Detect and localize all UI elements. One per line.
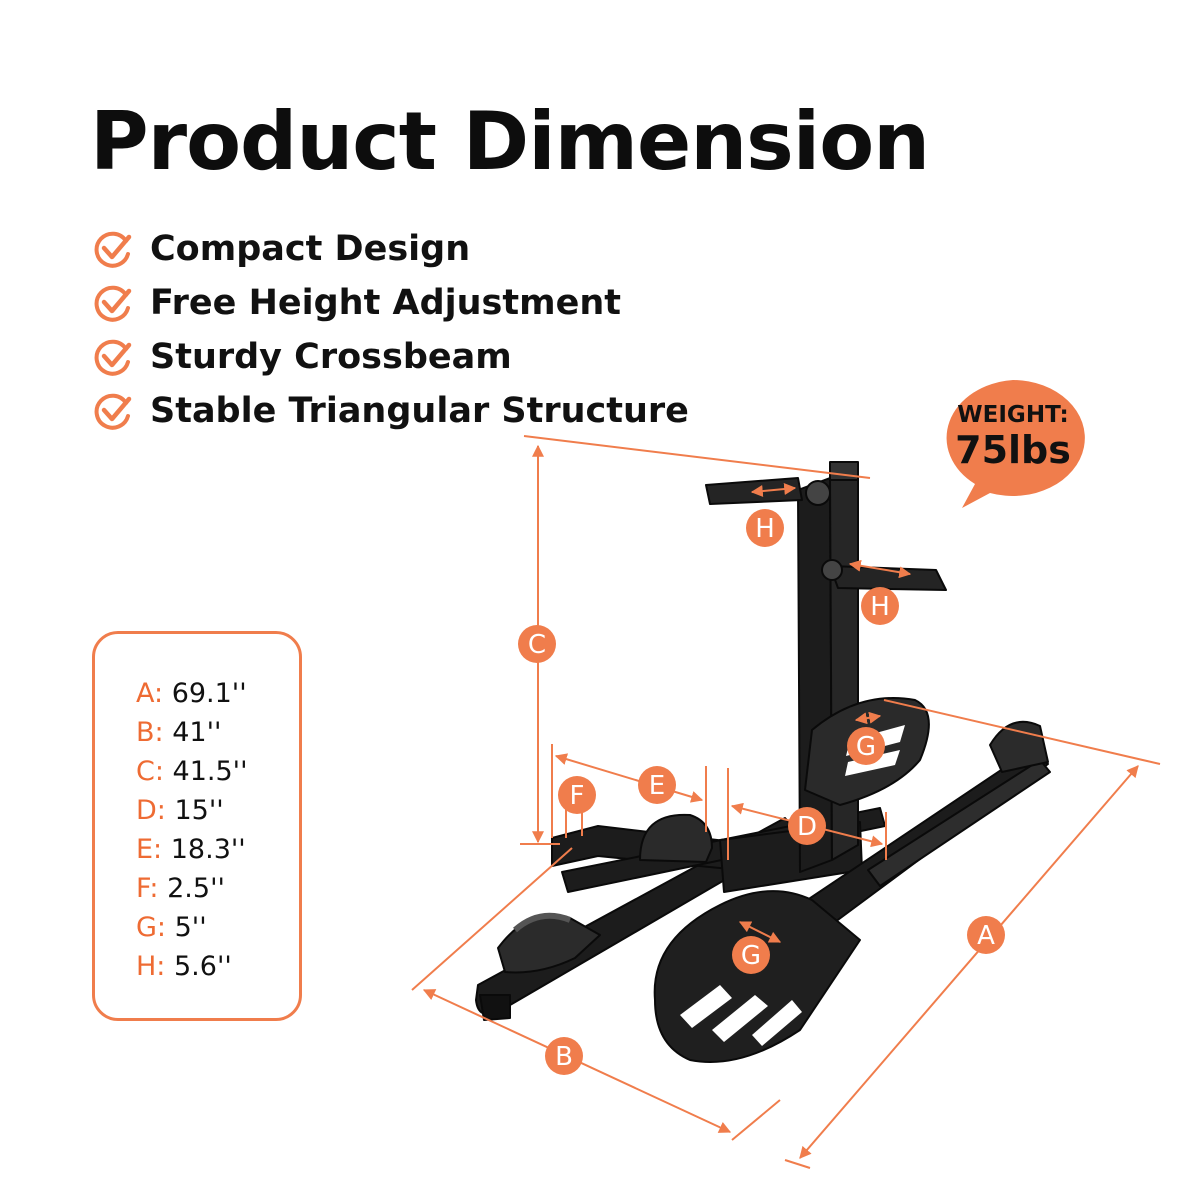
weight-label: WEIGHT: — [957, 402, 1069, 428]
marker-g-top: G — [847, 727, 885, 765]
feature-item: Sturdy Crossbeam — [92, 330, 689, 384]
spec-value: 41.5'' — [172, 756, 248, 787]
check-circle-icon — [94, 285, 132, 322]
marker-h-top: H — [746, 509, 784, 547]
page-title: Product Dimension — [90, 95, 930, 188]
spec-key: F: — [136, 873, 159, 904]
check-circle-icon — [94, 231, 132, 268]
spec-row: C: 41.5'' — [136, 752, 248, 791]
marker-g-top-letter: G — [856, 732, 876, 762]
spec-box — [92, 631, 302, 1021]
spec-row: A: 69.1'' — [136, 674, 248, 713]
spec-key: C: — [136, 756, 164, 787]
dimension-lines — [411, 435, 1161, 1169]
feature-list: Compact Design Free Height Adjustment St… — [92, 222, 689, 438]
marker-f: F — [558, 776, 596, 814]
spec-row: B: 41'' — [136, 713, 248, 752]
check-circle-icon — [94, 393, 132, 430]
feature-text: Compact Design — [150, 229, 471, 269]
marker-d-letter: D — [797, 812, 817, 842]
marker-f-letter: F — [570, 781, 585, 811]
marker-c-letter: C — [528, 630, 546, 660]
marker-d: D — [788, 807, 826, 845]
spec-key: D: — [136, 795, 166, 826]
check-circle-icon — [94, 339, 132, 376]
spec-row: G: 5'' — [136, 908, 248, 947]
rack-body — [475, 461, 1051, 1063]
spec-value: 2.5'' — [167, 873, 225, 904]
spec-key: G: — [136, 912, 167, 943]
weight-bubble — [946, 380, 1085, 508]
weight-text: WEIGHT: 75lbs — [928, 398, 1098, 472]
spec-key: A: — [136, 678, 164, 709]
feature-text: Free Height Adjustment — [150, 283, 621, 323]
spec-row: D: 15'' — [136, 791, 248, 830]
marker-b: B — [545, 1037, 583, 1075]
marker-e: E — [638, 766, 676, 804]
spec-row: F: 2.5'' — [136, 869, 248, 908]
feature-text: Stable Triangular Structure — [150, 391, 689, 431]
feature-text: Sturdy Crossbeam — [150, 337, 512, 377]
feature-item: Stable Triangular Structure — [92, 384, 689, 438]
weight-value: 75lbs — [955, 428, 1071, 472]
spec-value: 5'' — [174, 912, 207, 943]
spec-key: B: — [136, 717, 164, 748]
marker-c: C — [518, 625, 556, 663]
marker-e-letter: E — [649, 771, 665, 801]
marker-a: A — [967, 916, 1005, 954]
marker-b-letter: B — [555, 1042, 573, 1072]
spec-row: E: 18.3'' — [136, 830, 248, 869]
marker-g-bottom-letter: G — [741, 941, 761, 971]
feature-item: Compact Design — [92, 222, 689, 276]
spec-key: E: — [136, 834, 163, 865]
spec-value: 18.3'' — [170, 834, 246, 865]
spec-value: 69.1'' — [171, 678, 247, 709]
spec-value: 15'' — [174, 795, 224, 826]
marker-h-top-letter: H — [755, 514, 775, 544]
dimension-markers: A B C D E F G G — [518, 509, 1005, 1075]
feature-item: Free Height Adjustment — [92, 276, 689, 330]
spec-value: 5.6'' — [174, 951, 232, 982]
spec-list: A: 69.1'' B: 41'' C: 41.5'' D: 15'' E: 1… — [136, 674, 248, 986]
spec-row: H: 5.6'' — [136, 947, 248, 986]
marker-a-letter: A — [977, 921, 995, 951]
spec-value: 41'' — [172, 717, 222, 748]
marker-h-bottom-letter: H — [870, 592, 890, 622]
spec-key: H: — [136, 951, 166, 982]
marker-g-bottom: G — [732, 936, 770, 974]
marker-h-bottom: H — [861, 587, 899, 625]
